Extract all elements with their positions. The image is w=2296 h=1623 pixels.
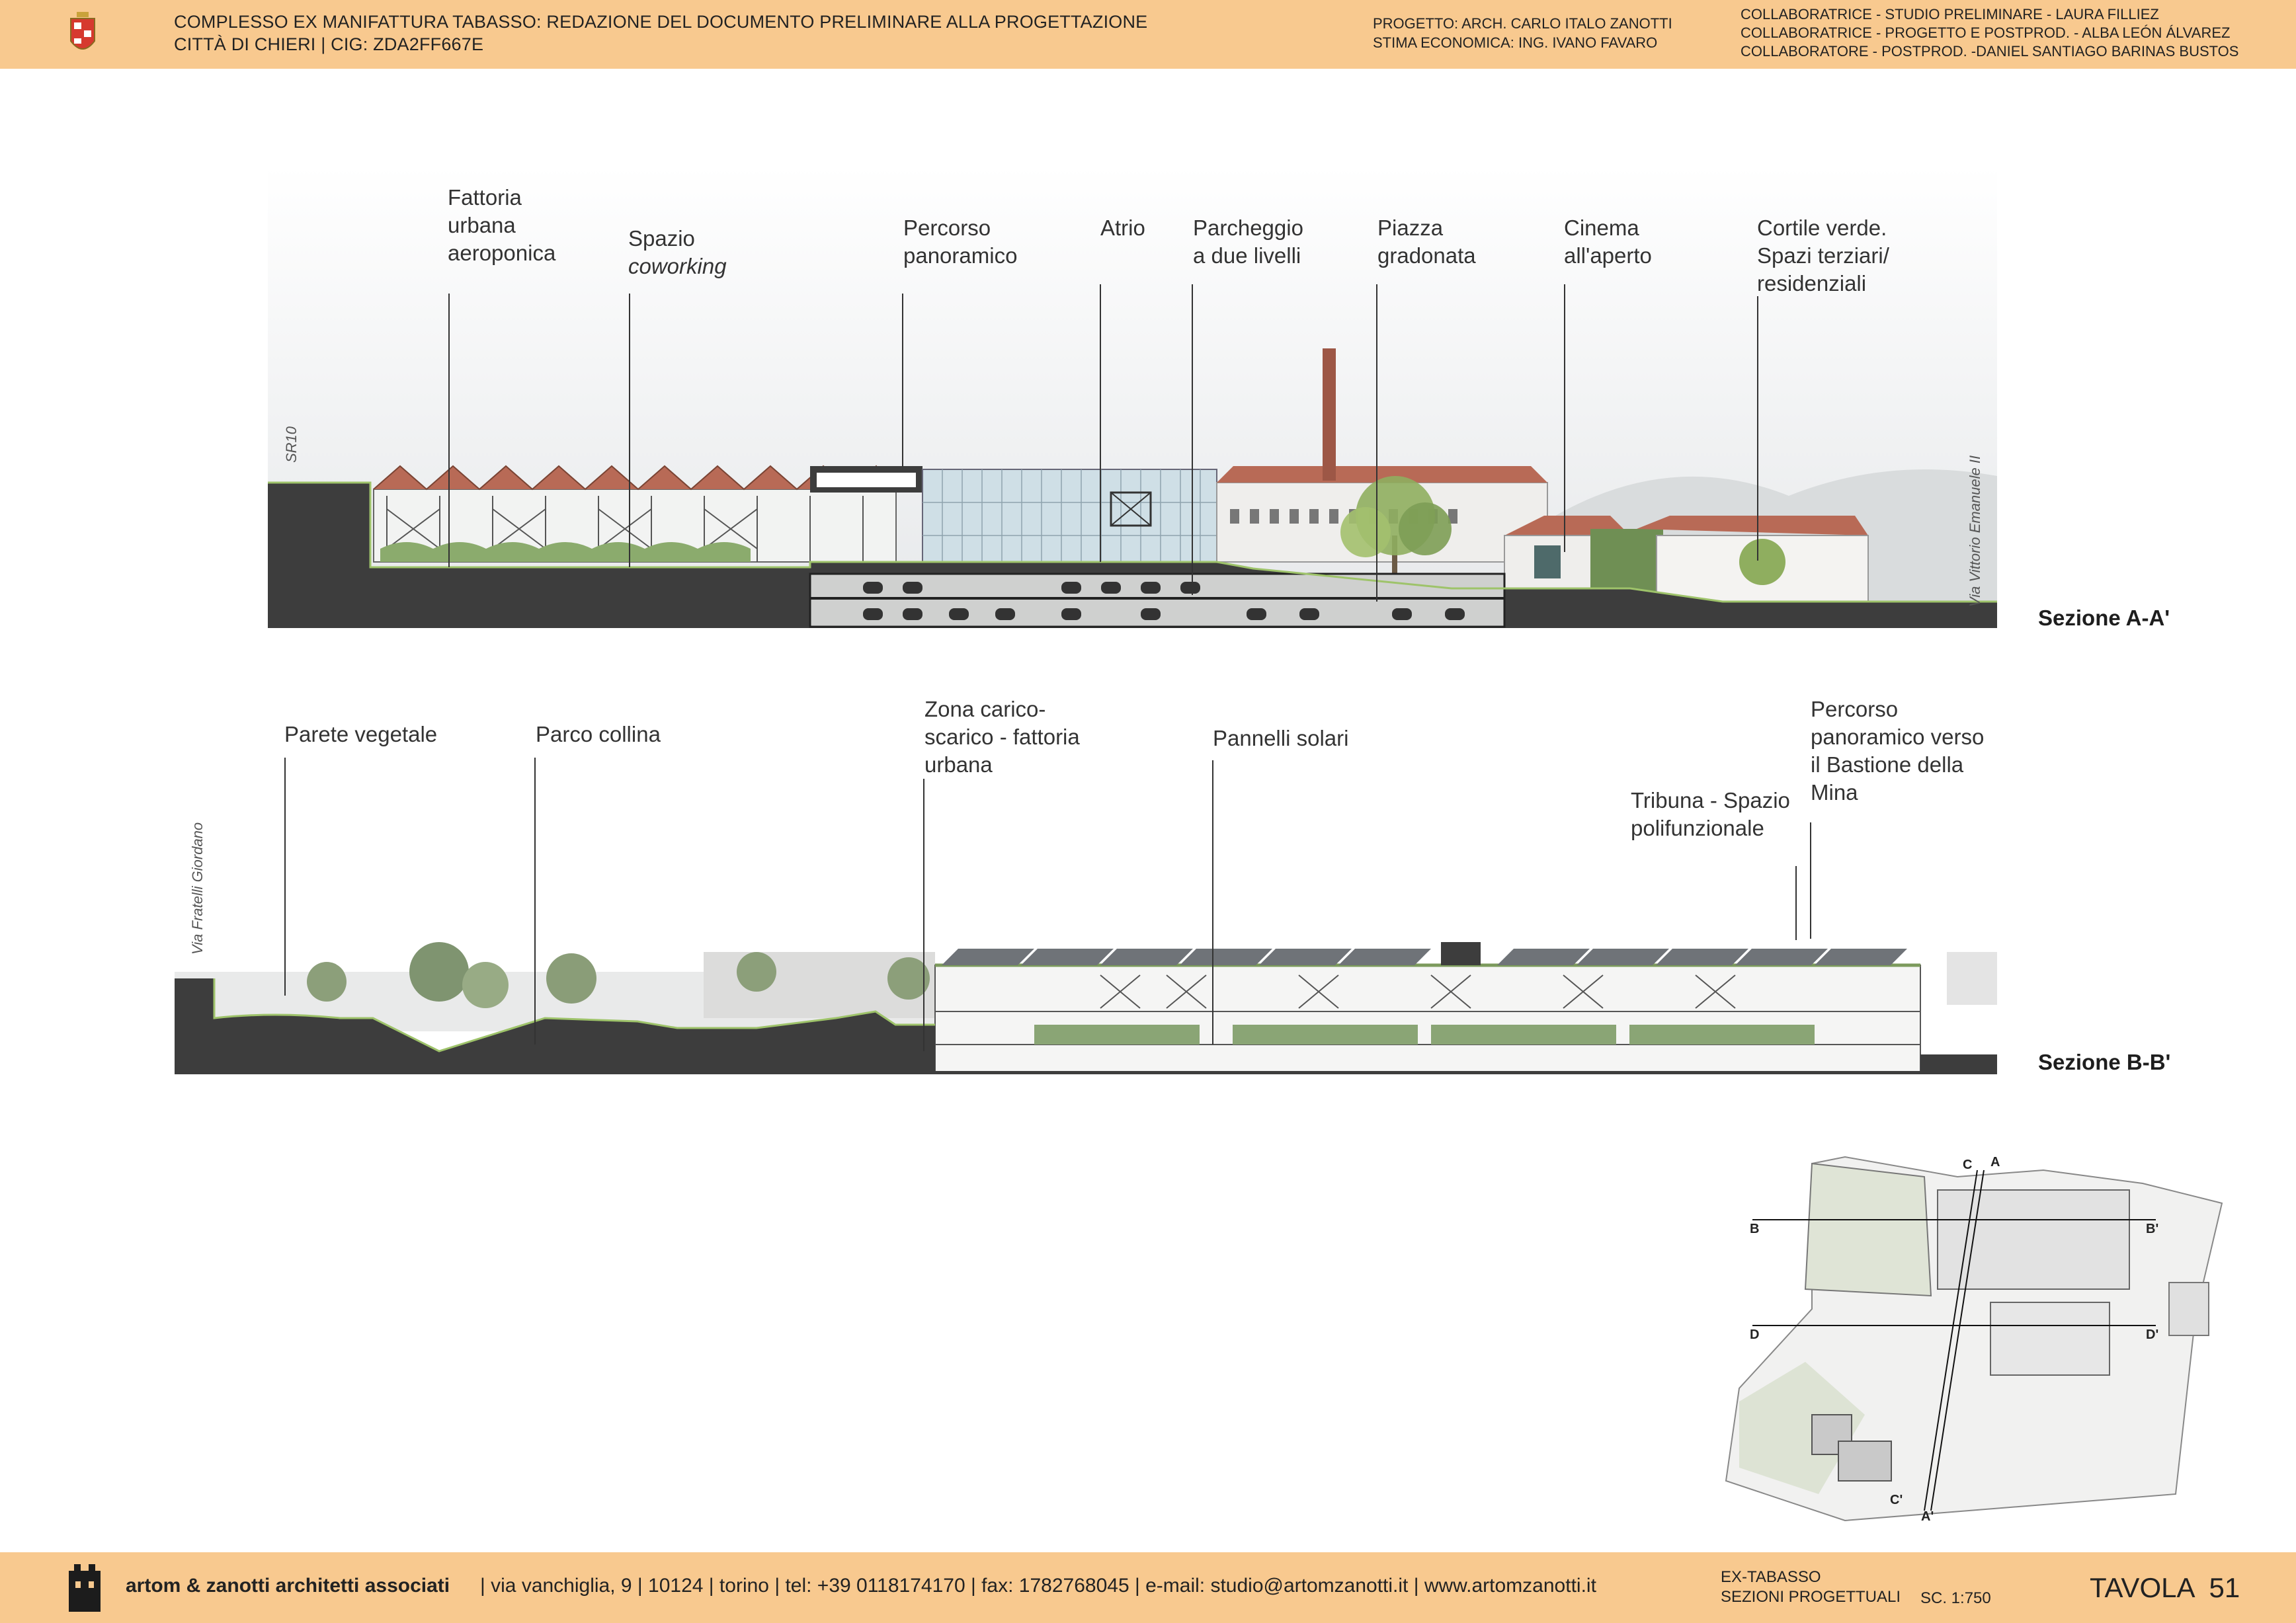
street-sr10: SR10 [283, 426, 300, 463]
label-atrio: Atrio [1100, 216, 1145, 240]
footer-project: EX-TABASSO [1721, 1568, 1821, 1586]
firm-name: artom & zanotti architetti associati [126, 1575, 450, 1597]
header-collab-1: COLLABORATRICE - STUDIO PRELIMINARE - LA… [1741, 6, 2159, 22]
leader-fattoria [448, 294, 450, 567]
firm-logo-icon [69, 1564, 101, 1612]
footer-scale: SC. 1:750 [1920, 1589, 1991, 1607]
label-parco: Parco collina [536, 722, 661, 746]
mark-c-prime: C' [1890, 1493, 1903, 1507]
header-collab-2: COLLABORATRICE - PROGETTO E POSTPROD. - … [1741, 24, 2231, 41]
cinema-buildings [1504, 516, 1869, 608]
mark-a: A [1990, 1155, 2000, 1169]
section-a-drawing [268, 165, 1997, 628]
leader-perc-bastione [1810, 822, 1811, 939]
header-project: PROGETTO: ARCH. CARLO ITALO ZANOTTI [1373, 15, 1672, 32]
glass-atrium [810, 466, 1217, 563]
section-a-title: Sezione A-A' [2038, 606, 2170, 630]
leader-pannelli [1212, 760, 1213, 1045]
park-trees [307, 942, 930, 1008]
label-pannelli: Pannelli solari [1213, 726, 1349, 750]
section-b-drawing [175, 942, 1997, 1074]
leader-coworking [629, 294, 630, 567]
mark-d: D [1750, 1327, 1759, 1342]
mark-d-prime: D' [2146, 1327, 2158, 1342]
street-fratelli-giordano: Via Fratelli Giordano [189, 822, 206, 955]
leader-parcheggio [1192, 284, 1193, 595]
street-vittorio-emanuele: Via Vittorio Emanuele II [1967, 455, 1983, 607]
footer-subject: SEZIONI PROGETTUALI [1721, 1588, 1901, 1606]
key-plan: A A' B B' C C' D D' [1725, 1155, 2223, 1524]
footer-band: artom & zanotti architetti associati | v… [0, 1552, 2296, 1623]
leader-zona [923, 779, 924, 1051]
section-a-ground [268, 481, 1997, 628]
section-b-title: Sezione B-B' [2038, 1050, 2171, 1074]
label-cortile: Cortile verde.Spazi terziari/residenzial… [1757, 216, 1889, 296]
header-collab-3: COLLABORATORE - POSTPROD. -DANIEL SANTIA… [1741, 43, 2239, 59]
main-building-b [934, 942, 1921, 1074]
mark-a-prime: A' [1921, 1509, 1934, 1524]
sheet-number: TAVOLA 51 [2090, 1572, 2240, 1603]
label-parete: Parete vegetale [284, 722, 438, 746]
firm-contacts: | via vanchiglia, 9 | 10124 | torino | t… [480, 1575, 1596, 1597]
header-estimate: STIMA ECONOMICA: ING. IVANO FAVARO [1373, 34, 1658, 51]
leader-tribuna [1795, 866, 1797, 940]
leader-piazza [1376, 284, 1377, 602]
mark-b: B [1750, 1222, 1759, 1236]
coat-of-arms-icon [70, 12, 95, 50]
section-b-ground [175, 978, 1997, 1074]
mark-b-prime: B' [2146, 1222, 2158, 1236]
mark-c: C [1963, 1158, 1972, 1172]
header-title: COMPLESSO EX MANIFATTURA TABASSO: REDAZI… [174, 12, 1148, 32]
leader-cortile [1757, 296, 1758, 561]
leader-parete [284, 758, 286, 996]
leader-cinema [1564, 284, 1565, 552]
header-subtitle: CITTÀ DI CHIERI | CIG: ZDA2FF667E [174, 34, 484, 54]
leader-parco [534, 758, 536, 1045]
leader-atrio [1100, 284, 1101, 562]
leader-percorso [902, 294, 903, 467]
piazza-tree [1340, 476, 1452, 575]
header-band: COMPLESSO EX MANIFATTURA TABASSO: REDAZI… [0, 0, 2296, 69]
